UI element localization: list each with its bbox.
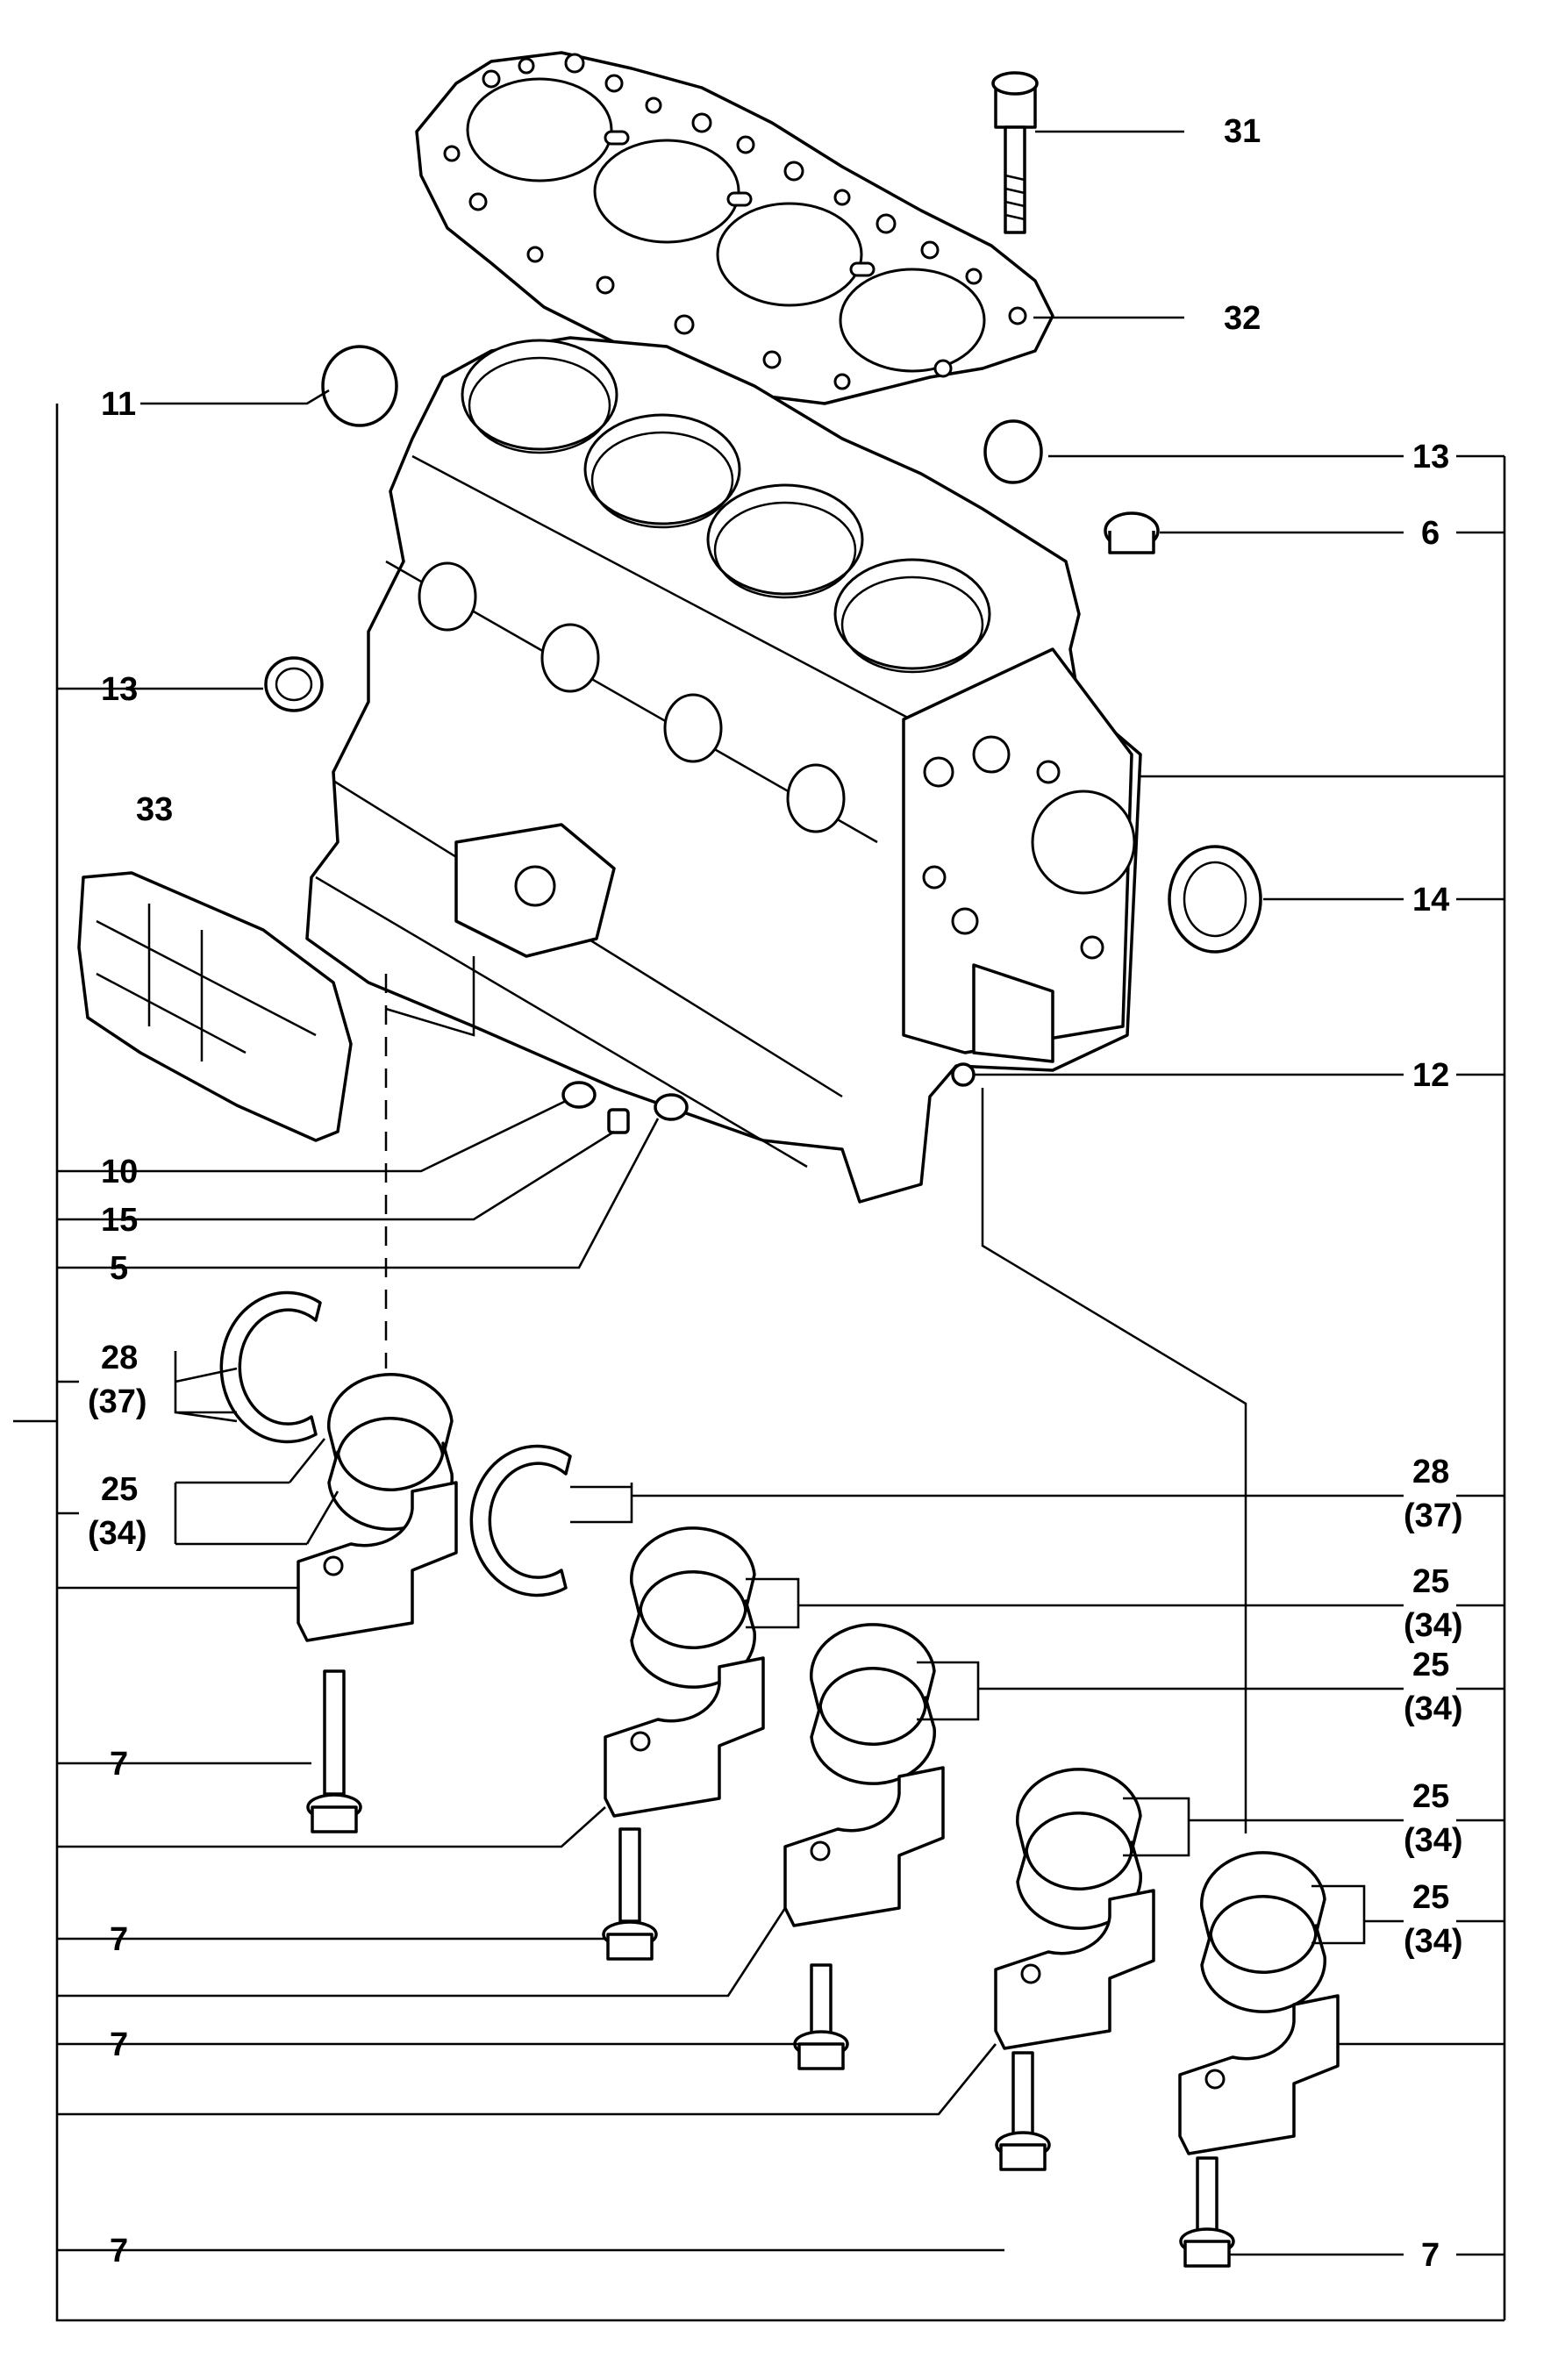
callout-33: 33 [136,791,173,828]
callout-31: 31 [1224,113,1261,150]
callout-32: 32 [1224,300,1261,337]
callout-25-r1: 25 [1412,1563,1449,1600]
callout-7-d: 7 [110,2233,128,2269]
side-cover [77,871,353,1142]
bearing-cap-4 [994,1889,1155,2050]
callout-13-left: 13 [101,671,138,708]
callout-25-r3: 25 [1412,1778,1449,1815]
plug-12 [951,1062,976,1087]
cylinder-block [305,336,1142,1204]
head-gasket [415,51,1054,405]
callout-37-right: (37) [1404,1497,1463,1534]
rear-oil-seal [1168,845,1262,954]
callout-28-left: 28 [101,1340,138,1376]
plug-right [983,419,1043,484]
callout-25-left: 25 [101,1471,138,1508]
callout-7-b: 7 [110,1921,128,1958]
callout-7-e: 7 [1421,2237,1440,2274]
callout-34-r3: (34) [1404,1822,1463,1859]
main-bearing-3 [809,1623,937,1785]
callout-12: 12 [1412,1057,1449,1094]
plug-5 [654,1093,689,1121]
callout-14: 14 [1412,882,1449,918]
seal-left [264,656,324,712]
callout-34-left: (34) [88,1515,147,1552]
left-bracket [13,404,1504,2322]
main-bearing-5 [1199,1851,1327,2013]
plug-6 [1104,511,1160,554]
callout-10: 10 [101,1154,138,1190]
plug-left [321,345,398,427]
cap-bolt-3 [793,1963,849,2070]
bearing-cap-1 [297,1481,458,1642]
callout-13-right: 13 [1412,439,1449,475]
callout-25-r2: 25 [1412,1647,1449,1683]
plug-15 [607,1108,630,1134]
cap-bolt-1 [306,1669,362,1833]
callout-34-r1: (34) [1404,1607,1463,1644]
thrust-washer-right [469,1444,572,1597]
cap-bolt-4 [995,2051,1051,2171]
head-bolt [991,71,1039,234]
callout-25-r4: 25 [1412,1879,1449,1916]
thrust-washer-left [219,1290,322,1444]
callout-labels: 31 32 11 13 6 13 33 14 12 10 15 5 28 (37… [88,113,1463,2274]
bearing-cap-5 [1178,1994,1340,2155]
bearing-cap-2 [604,1656,765,1818]
callout-11: 11 [101,386,136,423]
cap-bolt-2 [602,1827,658,1961]
callout-7-c: 7 [110,2026,128,2063]
cap-bolt-5 [1179,2156,1235,2268]
callout-28-right: 28 [1412,1454,1449,1490]
callout-37-left: (37) [88,1383,147,1420]
callout-6: 6 [1421,515,1440,552]
callout-7-a: 7 [110,1746,128,1783]
leader-lines [57,130,1504,2256]
bearing-cap-3 [783,1766,945,1927]
callout-5: 5 [110,1250,128,1287]
callout-34-r2: (34) [1404,1690,1463,1727]
callout-34-r4: (34) [1404,1923,1463,1960]
callout-15: 15 [101,1202,138,1239]
plug-10 [561,1081,597,1109]
